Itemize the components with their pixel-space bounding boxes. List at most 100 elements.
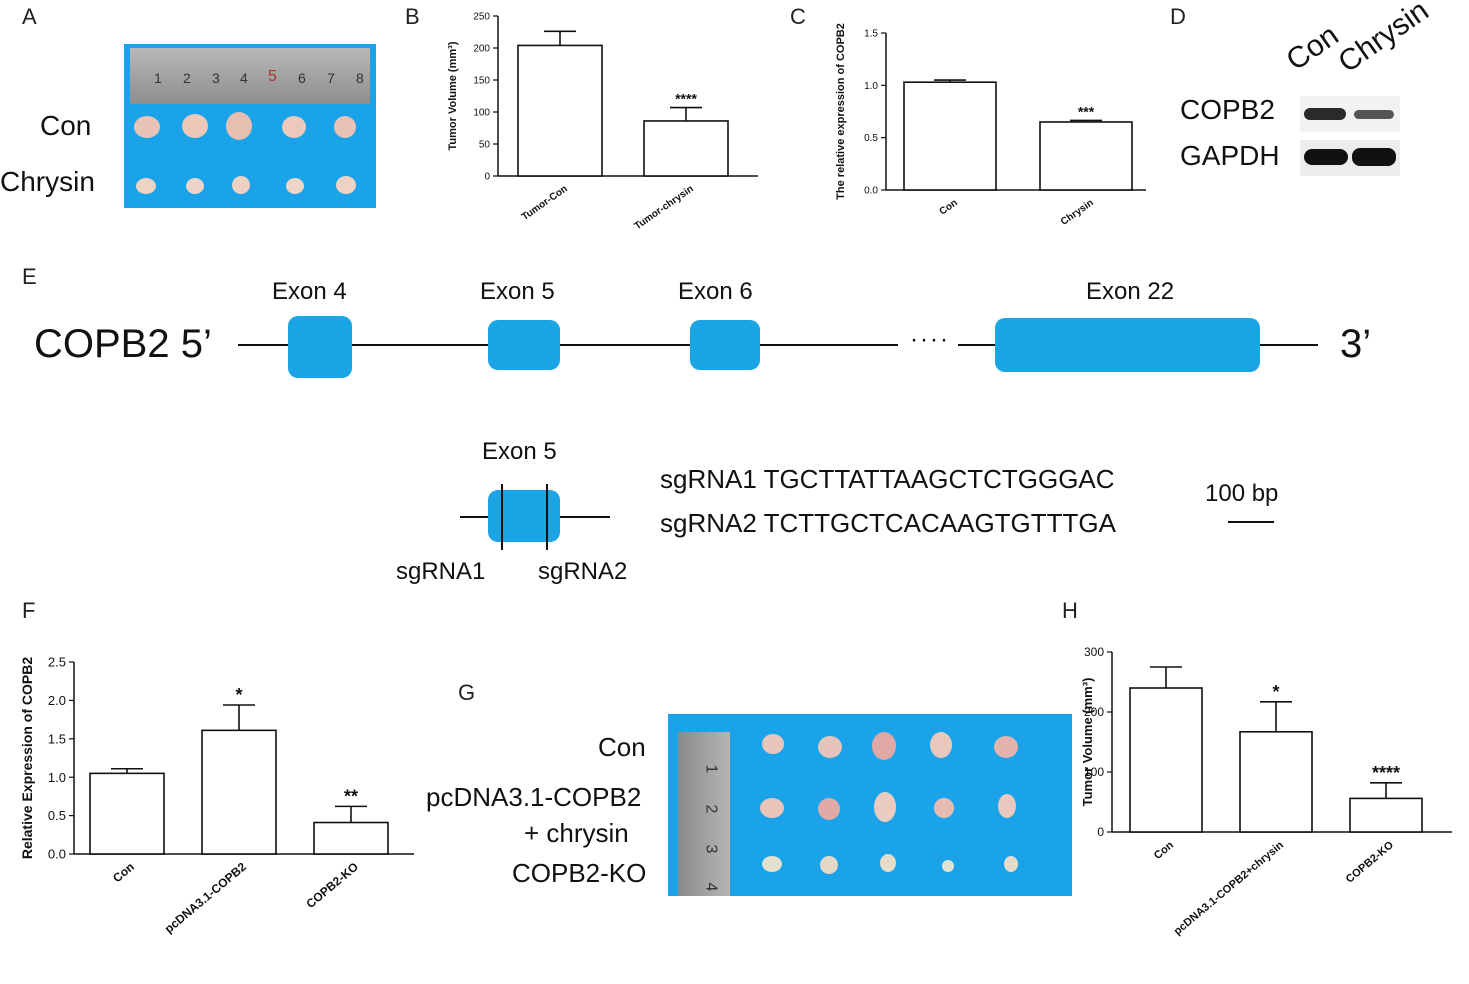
exon-label: Exon 22: [1086, 278, 1175, 305]
chart-f: 0.0 0.5 1.0 1.5 2.0 2.5 Relative Expression of…: [19, 655, 414, 936]
y-tick-label: 0.0: [48, 847, 66, 862]
y-tick-label: 1.0: [864, 81, 878, 92]
exon-5-box: [488, 320, 560, 370]
tumor: [818, 798, 840, 820]
significance-label: *: [235, 685, 242, 705]
exon-label: Exon 5: [480, 278, 555, 305]
y-tick-label: 0: [484, 172, 490, 183]
x-tick-label: Con: [937, 197, 959, 217]
tumor: [820, 856, 838, 874]
y-axis-label: Tumor Volume (mm³): [1080, 678, 1095, 807]
ruler-a: 1 2 3 4 5 6 7 8: [130, 48, 370, 104]
y-tick-label: 300: [1084, 645, 1104, 659]
sgrna1-sequence: sgRNA1 TGCTTATTAAGCTCTGGGAC: [660, 464, 1115, 494]
ruler-number: 4: [702, 882, 720, 892]
blot-strip-copb2: [1300, 96, 1400, 132]
blot-label-gapdh: GAPDH: [1180, 140, 1280, 171]
y-tick-label: 50: [479, 140, 491, 151]
panel-label-a: A: [22, 4, 37, 29]
bar: [89, 772, 165, 855]
significance-label: *: [1272, 682, 1279, 702]
cut-label-2: sgRNA2: [538, 558, 628, 585]
bar: [903, 81, 997, 191]
y-axis-label: The relative expression of COPB2: [835, 23, 847, 200]
tumor: [762, 856, 782, 872]
lane-label-con: Con: [1280, 18, 1345, 78]
gene-name: COPB2 5’: [34, 322, 212, 366]
ruler-number: 8: [356, 70, 364, 86]
row-label-pcdna: pcDNA3.1-COPB2: [426, 782, 642, 812]
y-tick-label: 0.5: [48, 808, 66, 823]
gene-line: [238, 344, 898, 346]
y-axis-label: Tumor Volume (mm³): [447, 41, 459, 150]
tumor-photo-a: 1 2 3 4 5 6 7 8: [124, 44, 376, 208]
y-tick-label: 0.0: [864, 186, 878, 197]
exon-label: Exon 6: [678, 278, 753, 305]
tumor: [934, 798, 954, 818]
y-tick-label: 2.0: [48, 693, 66, 708]
tumor: [994, 736, 1018, 758]
tumor: [232, 176, 250, 194]
x-tick-label: Con: [110, 860, 137, 886]
bar: [1039, 121, 1133, 191]
sgrna2-sequence: sgRNA2 TCTTGCTCACAAGTGTTTGA: [660, 508, 1116, 538]
scale-bar: [1228, 521, 1274, 523]
ruler-number: 3: [702, 844, 720, 854]
tumor: [880, 854, 896, 872]
bar: [1129, 687, 1203, 833]
y-tick-label: 1.0: [48, 770, 66, 785]
exon-6-box: [690, 320, 760, 370]
detail-exon-label: Exon 5: [482, 438, 557, 465]
row-label-con: Con: [598, 732, 646, 762]
panel-label-d: D: [1170, 4, 1186, 29]
panel-label-h: H: [1062, 598, 1078, 623]
row-label-chrysin: + chrysin: [524, 818, 629, 848]
tumor: [286, 178, 304, 194]
tumor: [334, 116, 356, 138]
panel-label-b: B: [405, 4, 420, 29]
tumor: [874, 792, 896, 822]
tumor: [134, 116, 160, 138]
y-tick-label: 100: [473, 108, 490, 119]
row-label-ko: COPB2-KO: [512, 858, 647, 888]
tumor: [760, 798, 784, 818]
ruler-number: 2: [702, 804, 720, 814]
tumor: [336, 176, 356, 194]
y-tick-label: 200: [1084, 705, 1104, 719]
y-tick-label: 1.5: [864, 29, 878, 40]
row-label-con: Con: [40, 110, 92, 141]
bar: [201, 729, 277, 855]
ruler-number: 1: [702, 764, 720, 774]
detail-exon-box: [488, 490, 560, 542]
tumor: [282, 116, 306, 138]
blot-band: [1304, 149, 1348, 165]
bar: [1349, 797, 1423, 833]
tumor: [186, 178, 204, 194]
tumor: [1004, 856, 1018, 872]
ruler-number: 4: [240, 70, 248, 86]
significance-label: ****: [1372, 763, 1400, 783]
ruler-number: 1: [154, 70, 162, 86]
x-tick-label: Tumor-chrysin: [633, 183, 696, 232]
blot-band: [1354, 110, 1394, 119]
tumor: [872, 732, 896, 760]
panel-label-f: F: [22, 598, 36, 623]
x-tick-label: COPB2-KO: [1344, 839, 1397, 886]
gene-gap: ····: [910, 326, 950, 353]
exon-label: Exon 4: [272, 278, 347, 305]
tumor: [226, 112, 252, 140]
cut-site-2: [546, 484, 548, 550]
ruler-g: 1 2 3 4: [678, 732, 730, 896]
x-tick-label: Tumor-Con: [520, 183, 570, 222]
y-tick-label: 1.5: [48, 731, 66, 746]
y-tick-label: 100: [1084, 765, 1104, 779]
ruler-number: 7: [327, 70, 335, 86]
panel-label-e: E: [22, 264, 37, 289]
tumor: [818, 736, 842, 758]
panel-label-c: C: [790, 4, 806, 29]
tumor: [762, 734, 784, 754]
y-axis-label: Relative Expression of COPB2: [19, 657, 35, 860]
y-tick-label: 2.5: [48, 655, 66, 670]
